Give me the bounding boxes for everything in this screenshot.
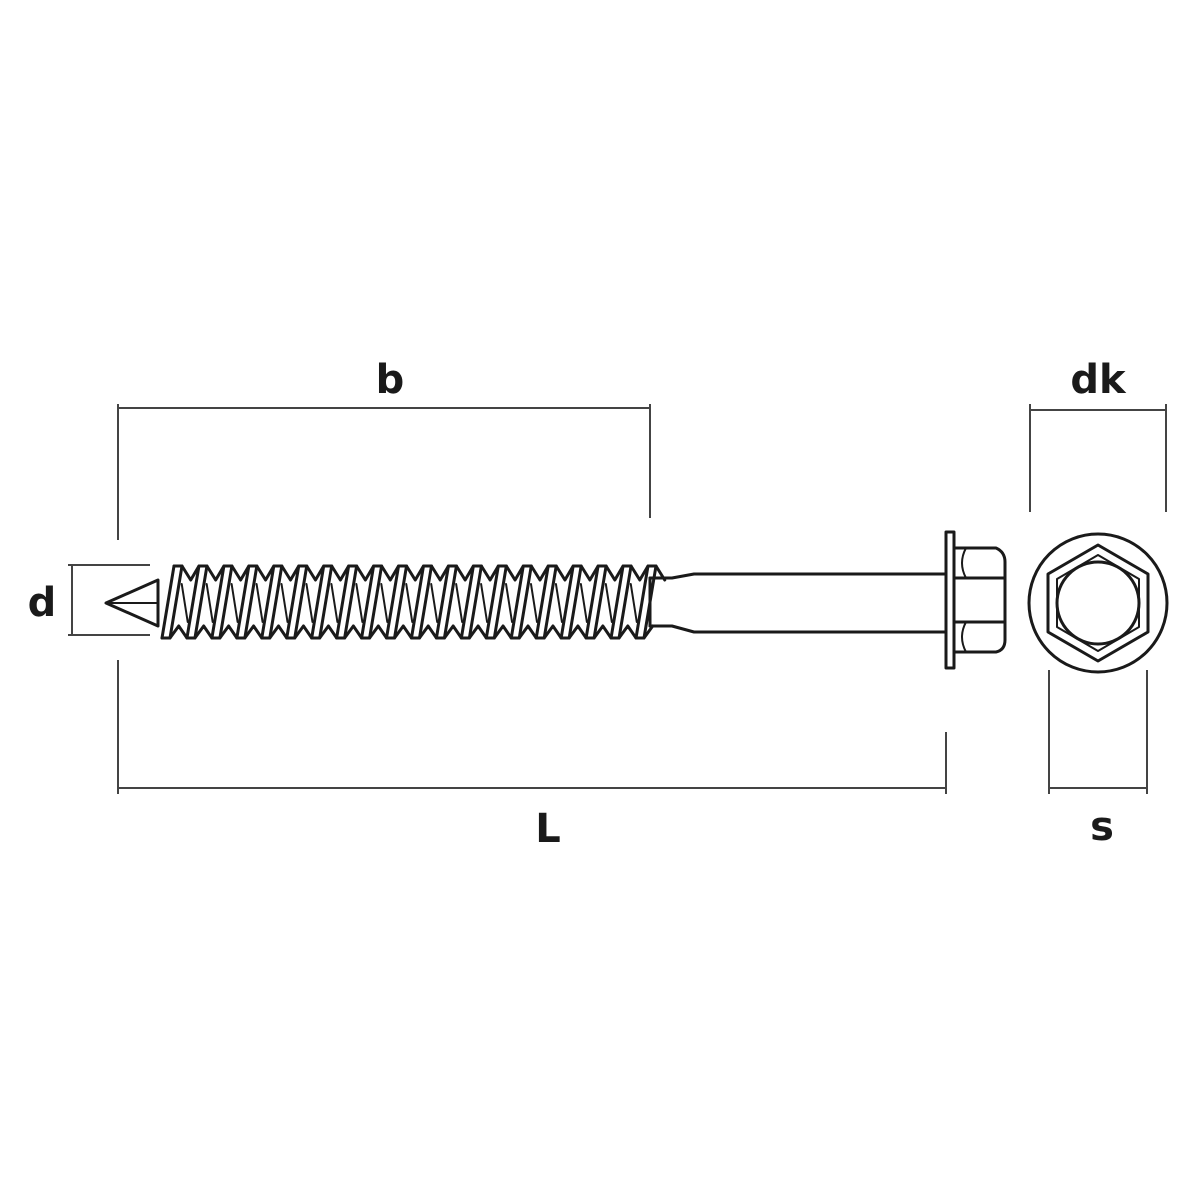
- dimension-l: [117, 660, 947, 794]
- thread-profile-bottom: [160, 624, 655, 640]
- hex-chamfer-circle: [1055, 560, 1141, 646]
- hexagon-outer: [1046, 543, 1150, 663]
- screw-head-top-view: [1027, 532, 1169, 674]
- thread-back-line: [405, 583, 414, 623]
- label-l: L: [535, 806, 561, 852]
- dimension-dk: [1029, 404, 1167, 512]
- dimension-s: [1048, 670, 1148, 794]
- hexagon-inner: [1056, 554, 1140, 652]
- thread-back-line: [629, 583, 638, 623]
- thread-back-line: [380, 583, 389, 623]
- thread-back-line: [230, 583, 239, 623]
- thread-back-line: [280, 583, 289, 623]
- hex-head-curve-bottom: [961, 621, 967, 653]
- thread-back-line: [554, 583, 563, 623]
- label-dk: dk: [1070, 357, 1127, 403]
- label-s: s: [1090, 804, 1114, 850]
- thread-group: [160, 564, 667, 640]
- thread-back-line: [330, 583, 339, 623]
- thread-back-line: [355, 583, 364, 623]
- thread-back-line: [505, 583, 514, 623]
- shank-bottom-edge: [648, 624, 948, 634]
- screw-side-view: [104, 530, 1007, 670]
- thread-back-line: [255, 583, 264, 623]
- label-b: b: [376, 357, 405, 403]
- thread-back-line: [305, 583, 314, 623]
- thread-profile-top: [172, 564, 667, 582]
- flange-circle: [1027, 532, 1169, 674]
- dimension-d: [68, 564, 150, 636]
- hex-head-profile: [952, 546, 1007, 654]
- dimension-b: [117, 404, 651, 540]
- hex-head-curve-top: [961, 547, 967, 579]
- thread-back-line: [480, 583, 489, 623]
- thread-back-line: [430, 583, 439, 623]
- shank-top-edge: [648, 572, 948, 580]
- thread-back-line: [579, 583, 588, 623]
- thread-back-line: [604, 583, 613, 623]
- label-d: d: [28, 580, 57, 626]
- thread-back-line: [455, 583, 464, 623]
- thread-back-line: [180, 583, 189, 623]
- thread-back-line: [205, 583, 214, 623]
- thread-back-line: [529, 583, 538, 623]
